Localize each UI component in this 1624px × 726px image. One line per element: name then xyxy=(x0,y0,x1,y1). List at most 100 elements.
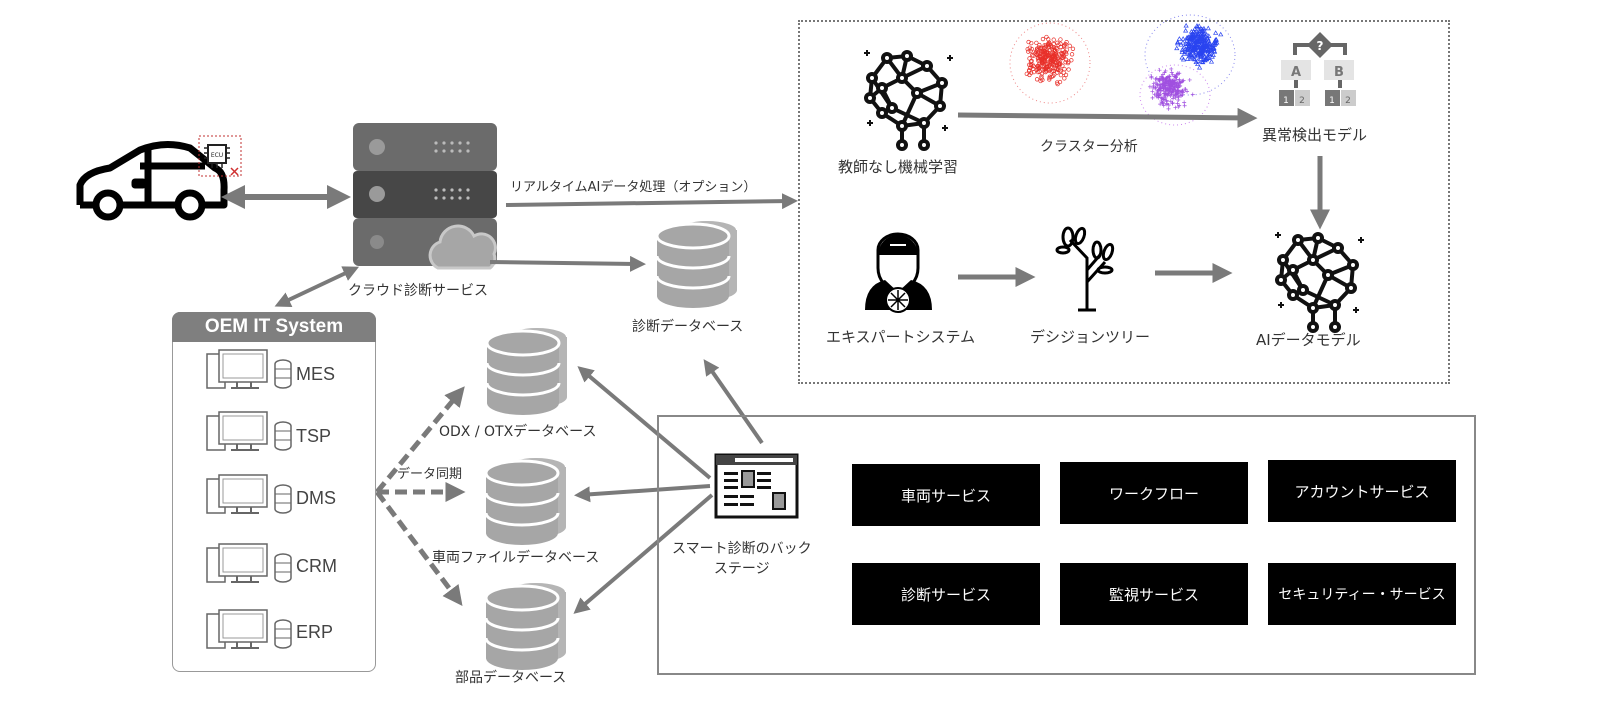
cluster-point xyxy=(1024,71,1029,76)
cluster-point xyxy=(1201,31,1207,36)
cluster-point xyxy=(1171,96,1176,101)
cluster-point xyxy=(1035,69,1041,75)
cluster-point xyxy=(1159,74,1164,79)
cluster-point xyxy=(1037,53,1043,59)
cluster-point xyxy=(1147,84,1152,89)
cluster-point xyxy=(1201,25,1207,31)
cluster-point xyxy=(1160,78,1165,83)
cluster-point xyxy=(1055,47,1060,52)
cluster-point xyxy=(1044,50,1049,55)
cluster-point xyxy=(1182,103,1187,108)
cluster-point xyxy=(1174,40,1181,46)
cluster-point xyxy=(1185,89,1190,94)
cluster-point xyxy=(1180,39,1186,45)
cluster-point xyxy=(1063,72,1069,78)
cluster-point xyxy=(1192,56,1198,62)
cluster-point xyxy=(1174,77,1179,82)
cluster-point xyxy=(1188,28,1195,34)
diagnostic-database-icon xyxy=(655,218,739,310)
cluster-point xyxy=(1045,67,1051,73)
cluster-point xyxy=(1051,37,1056,42)
cluster-point xyxy=(1175,39,1181,45)
cluster-point xyxy=(1179,49,1185,54)
cluster-point xyxy=(1187,35,1194,40)
cluster-point xyxy=(1040,36,1046,42)
ecu-chip-icon: ECU xyxy=(198,135,242,177)
cluster-point xyxy=(1051,45,1057,50)
cluster-point xyxy=(1201,40,1207,46)
cluster-point xyxy=(1158,102,1163,107)
cluster-point xyxy=(1157,93,1162,98)
cluster-scatter-illustration xyxy=(1009,14,1236,126)
cluster-point xyxy=(1176,71,1181,76)
backstage-label-line1: スマート診断のバック xyxy=(672,541,812,557)
cluster-point xyxy=(1193,33,1200,39)
cluster-point xyxy=(1168,81,1173,86)
cluster-point xyxy=(1183,87,1188,92)
cluster-point xyxy=(1049,69,1054,74)
cluster-point xyxy=(1039,60,1044,65)
cluster-point xyxy=(1203,37,1209,42)
tree-node-b: B xyxy=(1334,65,1344,80)
oem-it-system-title: OEM IT System xyxy=(172,312,376,342)
cluster-point xyxy=(1164,99,1169,104)
cluster-point xyxy=(1039,71,1045,76)
cluster-point xyxy=(1045,61,1050,67)
cluster-point xyxy=(1029,40,1034,46)
cluster-point xyxy=(1185,43,1192,48)
cluster-point xyxy=(1048,43,1054,48)
backstage-web-icon xyxy=(714,453,799,519)
car-icon xyxy=(76,141,228,221)
cluster-point xyxy=(1046,43,1051,48)
cluster-point xyxy=(1057,79,1063,85)
unsupervised-learning-label: 教師なし機械学習 xyxy=(838,158,959,176)
service-monitoring: 監視サービス xyxy=(1060,563,1248,625)
cluster-point xyxy=(1179,54,1185,60)
system-dms: DMS xyxy=(296,488,336,508)
cluster-point xyxy=(1158,82,1163,87)
odx-otx-database-icon xyxy=(485,325,569,417)
cluster-point xyxy=(1185,45,1191,51)
ecu-label: ECU xyxy=(211,152,223,159)
cluster-point xyxy=(1167,76,1172,81)
cluster-point xyxy=(1034,47,1040,52)
cluster-point xyxy=(1056,67,1061,73)
cluster-point xyxy=(1155,83,1160,88)
cluster-point xyxy=(1174,92,1179,97)
cluster-point xyxy=(1164,81,1169,86)
cluster-point xyxy=(1066,67,1071,72)
cluster-point xyxy=(1058,57,1063,63)
vehicle-file-database-label: 車両ファイルデータベース xyxy=(432,550,600,566)
cluster-point xyxy=(1191,33,1198,38)
anomaly-model-label: 異常検出モデル xyxy=(1262,126,1368,144)
cluster-point xyxy=(1028,63,1034,68)
cluster-point xyxy=(1173,74,1178,79)
cluster-point xyxy=(1067,43,1072,48)
cluster-point xyxy=(1027,45,1032,50)
cluster-analysis-label: クラスター分析 xyxy=(1040,139,1138,155)
plant-tree-icon xyxy=(1055,226,1115,312)
cluster-point xyxy=(1172,80,1177,85)
cluster-point xyxy=(1158,92,1163,97)
cluster-point xyxy=(1039,74,1044,79)
tree-leaf-1: 1 xyxy=(1329,96,1335,106)
cluster-point xyxy=(1188,40,1194,46)
cluster-point xyxy=(1173,105,1178,110)
cluster-point xyxy=(1205,36,1211,41)
cluster-point xyxy=(1043,69,1048,75)
cluster-point xyxy=(1170,85,1175,90)
cluster-point xyxy=(1168,88,1173,93)
parts-database-label: 部品データベース xyxy=(455,670,567,686)
cluster-point xyxy=(1166,103,1171,108)
cluster-point xyxy=(1026,49,1031,54)
server-oem-arrow xyxy=(274,266,360,307)
cluster-point xyxy=(1069,52,1075,57)
mechanic-icon xyxy=(865,232,932,313)
cluster-point xyxy=(1054,53,1059,58)
cluster-point xyxy=(1204,43,1210,48)
cluster-point xyxy=(1198,51,1204,56)
cluster-point xyxy=(1189,54,1195,60)
cluster-point xyxy=(1054,46,1059,51)
cluster-point xyxy=(1191,56,1197,61)
